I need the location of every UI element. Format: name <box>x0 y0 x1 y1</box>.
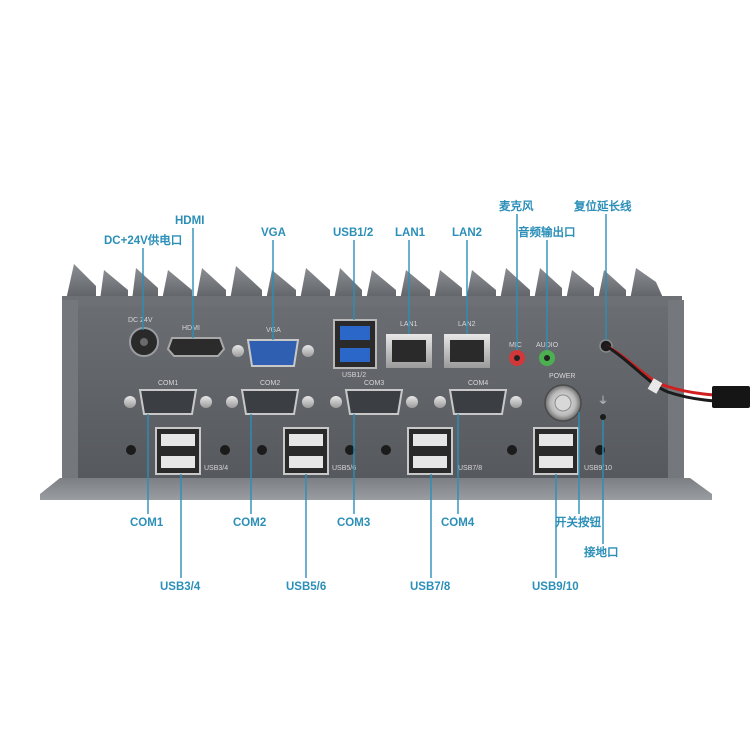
callout-vga: VGA <box>261 227 286 239</box>
mic-panel-label: MIC <box>509 342 522 349</box>
com3-port[interactable] <box>330 389 418 415</box>
dc-panel-label: DC 24V <box>128 317 153 324</box>
svg-text:⏚: ⏚ <box>598 395 608 407</box>
com1-panel-label: COM1 <box>158 380 178 387</box>
callout-com2: COM2 <box>233 517 266 529</box>
usb56-panel-label: USB5/6 <box>332 465 356 472</box>
power-button[interactable] <box>544 384 582 422</box>
dc-power-jack[interactable] <box>129 327 159 357</box>
usb78-panel-label: USB7/8 <box>458 465 482 472</box>
usb910-panel-label: USB9/10 <box>584 465 612 472</box>
left-rail <box>62 300 78 490</box>
audio-jack[interactable] <box>539 350 555 366</box>
reset-extension-cable <box>605 344 750 408</box>
callout-usb12: USB1/2 <box>333 227 373 239</box>
callout-usb910: USB9/10 <box>532 581 579 593</box>
usb34-ports[interactable] <box>126 427 230 475</box>
callout-usb34: USB3/4 <box>160 581 201 593</box>
com2-panel-label: COM2 <box>260 380 280 387</box>
usb12-ports[interactable] <box>333 319 377 369</box>
callout-audio: 音频输出口 <box>518 225 576 239</box>
hdmi-panel-label: HDMI <box>182 325 200 332</box>
callout-com1: COM1 <box>130 517 164 529</box>
com2-port[interactable] <box>226 389 314 415</box>
power-panel-label: POWER <box>549 373 575 380</box>
usb78-ports[interactable] <box>381 427 517 475</box>
callout-com3: COM3 <box>337 517 370 529</box>
callout-lan2: LAN2 <box>452 227 482 239</box>
hdmi-port[interactable] <box>166 337 226 357</box>
ground-screw[interactable]: ⏚ <box>598 395 608 420</box>
callout-com4: COM4 <box>441 517 475 529</box>
callout-ground: 接地口 <box>584 545 619 559</box>
lan1-port[interactable] <box>386 334 432 368</box>
vga-port[interactable] <box>232 339 314 367</box>
com1-port[interactable] <box>124 389 212 415</box>
callout-power: 开关按钮 <box>555 515 601 529</box>
mic-jack[interactable] <box>509 350 525 366</box>
base-plate <box>40 478 712 500</box>
lan2-port[interactable] <box>444 334 490 368</box>
callout-hdmi: HDMI <box>175 215 204 227</box>
usb12-panel-label: USB1/2 <box>342 372 366 379</box>
com4-panel-label: COM4 <box>468 380 488 387</box>
callout-lan1: LAN1 <box>395 227 426 239</box>
usb34-panel-label: USB3/4 <box>204 465 228 472</box>
leader-lines <box>142 214 607 578</box>
heatsink-fins <box>62 264 682 308</box>
callout-usb56: USB5/6 <box>286 581 326 593</box>
com3-panel-label: COM3 <box>364 380 384 387</box>
callout-usb78: USB7/8 <box>410 581 451 593</box>
com4-port[interactable] <box>434 389 522 415</box>
callout-reset: 复位延长线 <box>573 199 632 213</box>
callout-mic: 麦克风 <box>499 199 534 213</box>
callout-dc: DC+24V供电口 <box>104 233 182 247</box>
